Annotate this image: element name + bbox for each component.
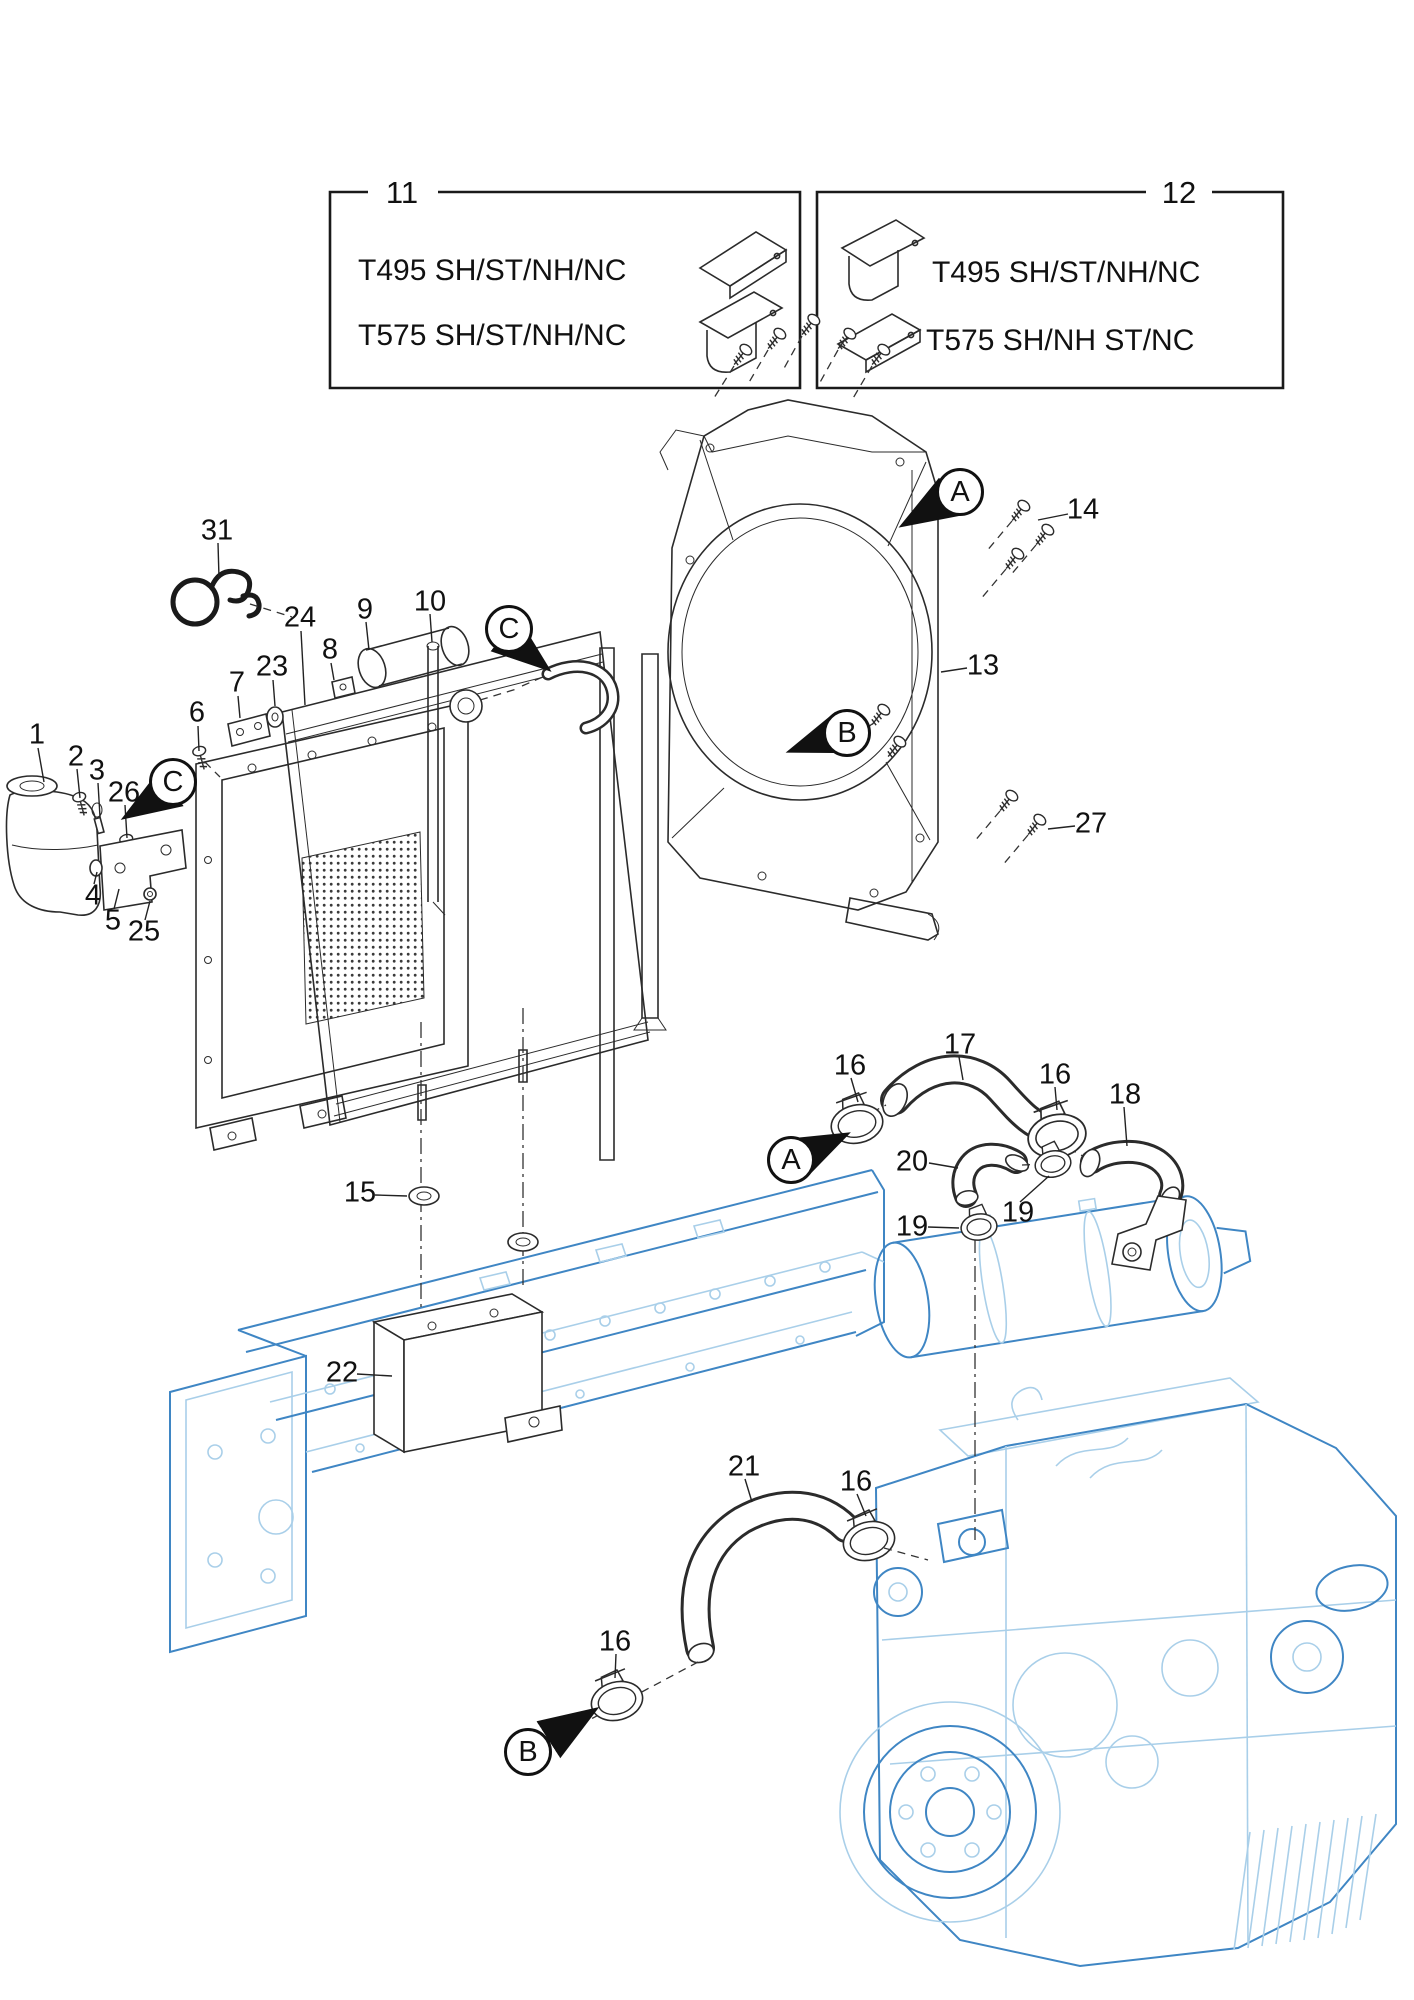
ref-letter-B: B [823,709,871,757]
part-callout-14: 14 [1066,493,1100,526]
part-callout-17: 17 [943,1028,977,1061]
part-callout-13: 13 [966,649,1000,682]
assembly-links [204,603,521,778]
ref-letter-B: B [504,1728,552,1776]
part-callout-18: 18 [1108,1078,1142,1111]
part-callout-15: 15 [343,1176,377,1209]
bracket-part-icon [836,313,922,374]
retainer-clip-drawing [170,568,262,627]
ref-letter-A: A [767,1136,815,1184]
part-callout-25: 25 [127,915,161,948]
part-callout-7: 7 [228,666,246,699]
part-callout-26: 26 [107,776,141,809]
part-callout-8: 8 [321,633,339,666]
part-callout-16: 16 [598,1625,632,1658]
part-callout-5: 5 [104,904,122,937]
variant-box-11: 11 T495 SH/ST/NH/NC T575 SH/ST/NH/NC [328,175,802,390]
ref-letter-C: C [485,605,533,653]
part-callout-1: 1 [28,718,46,751]
box-12-line-2: T575 SH/NH ST/NC [926,324,1194,357]
bracket-part-icon [698,231,788,300]
support-frame-drawing [195,700,469,1151]
part-callout-21: 21 [727,1450,761,1483]
part-callout-31: 31 [200,514,234,547]
variant-box-12: 12 T495 SH/ST/NH/NC T575 SH/NH ST/NC [815,175,1285,390]
part-callout-3: 3 [88,754,106,787]
reservoir-mount-parts-drawing [71,790,187,911]
part-callout-22: 22 [325,1356,359,1389]
hoses-drawing [521,660,1187,1727]
ref-letter-C: C [149,758,197,806]
reservoir-drawing [5,775,103,916]
part-callout-4: 4 [84,879,102,912]
part-callout-16: 16 [833,1049,867,1082]
part-callout-23: 23 [255,650,289,683]
part-callout-2: 2 [67,740,85,773]
part-callout-16: 16 [839,1465,873,1498]
mount-bracket-drawing [371,1008,563,1454]
box-11-number: 11 [386,175,418,210]
part-callout-19: 19 [895,1210,929,1243]
ref-letter-A: A [936,468,984,516]
part-callout-6: 6 [188,696,206,729]
part-callout-27: 27 [1074,807,1108,840]
engine-drawing [839,1195,1397,1968]
bracket-part-icon [840,219,926,301]
part-callout-16: 16 [1038,1058,1072,1091]
side-seal-strips [599,647,667,1161]
part-callout-20: 20 [895,1145,929,1178]
leader-lines [37,513,1128,1679]
part-callout-9: 9 [356,593,374,626]
box-12-line-1: T495 SH/ST/NH/NC [932,256,1200,289]
box-11-line-1: T495 SH/ST/NH/NC [358,254,626,287]
part-callout-10: 10 [413,585,447,618]
part-callout-24: 24 [283,601,317,634]
part-callout-19: 19 [1001,1196,1035,1229]
box-12-number: 12 [1162,175,1196,210]
box-11-line-2: T575 SH/ST/NH/NC [358,319,626,352]
